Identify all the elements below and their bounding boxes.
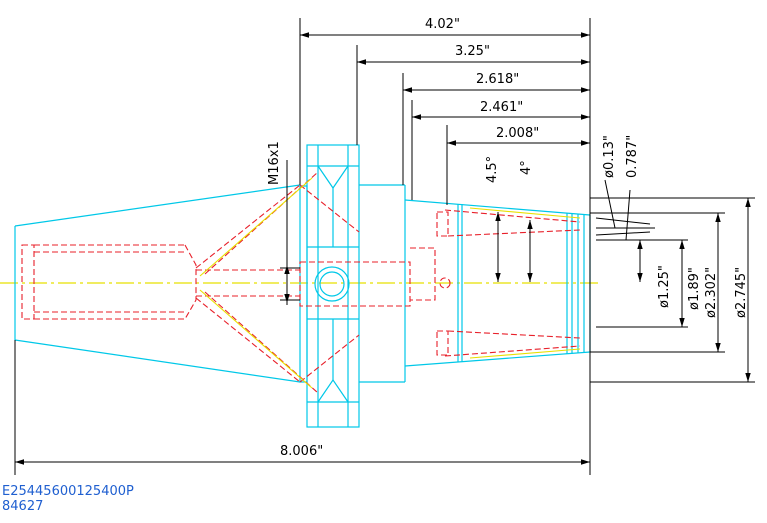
dimension-lines xyxy=(14,18,755,475)
len-0-787: 0.787" xyxy=(625,135,640,178)
dia-1-89: ø1.89" xyxy=(687,267,702,310)
part-number: E25445600125400P xyxy=(2,484,134,499)
thread-label: M16x1 xyxy=(267,141,282,185)
dim-4-02: 4.02" xyxy=(425,17,460,32)
dim-2-008: 2.008" xyxy=(496,126,539,141)
dim-2-618: 2.618" xyxy=(476,72,519,87)
part-code: 84627 xyxy=(2,499,43,514)
dim-8-006: 8.006" xyxy=(280,444,323,459)
dia-1-25: ø1.25" xyxy=(657,265,672,308)
construction-lines xyxy=(199,177,581,389)
angle-4-5: 4.5° xyxy=(485,156,500,183)
dia-2-745: ø2.745" xyxy=(734,267,749,318)
dia-2-302: ø2.302" xyxy=(704,267,719,318)
dia-0-13: ø0.13" xyxy=(602,135,617,178)
hidden-lines xyxy=(21,171,581,394)
dim-2-461: 2.461" xyxy=(480,100,523,115)
angle-4: 4° xyxy=(519,160,534,175)
dim-3-25: 3.25" xyxy=(455,44,490,59)
